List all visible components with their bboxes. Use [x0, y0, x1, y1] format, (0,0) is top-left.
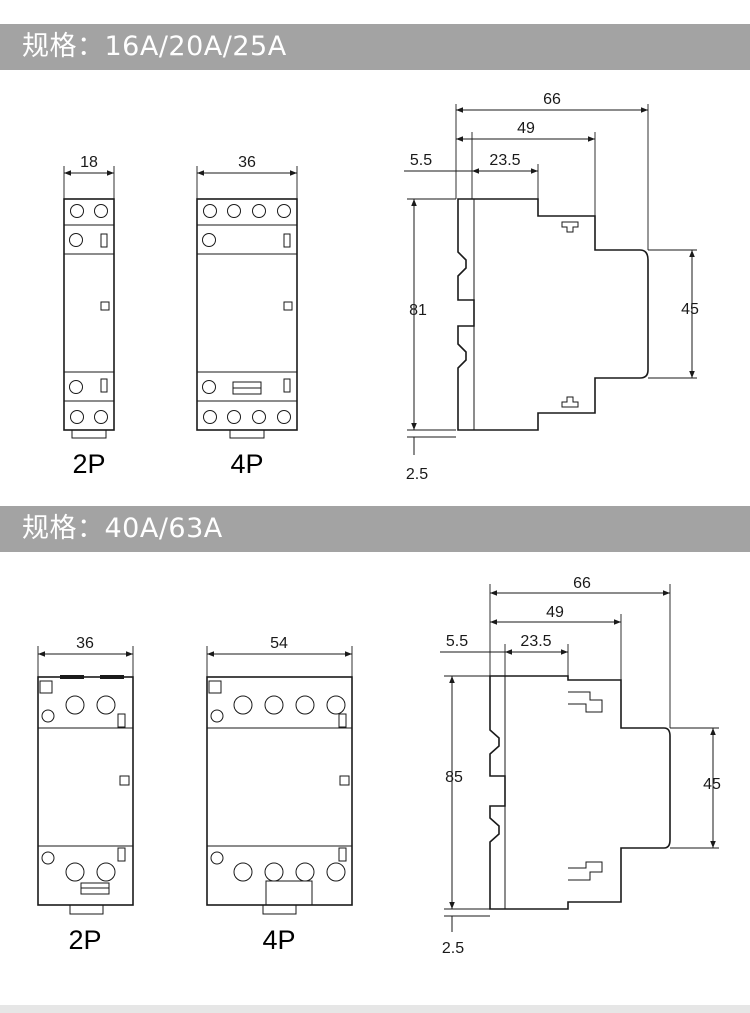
- step-dimension: 23.5: [520, 633, 551, 650]
- section-title: 规格：16A/20A/25A: [22, 31, 287, 62]
- section-header-16a-25a: 规格：16A/20A/25A: [0, 24, 750, 70]
- pole-label: 4P: [230, 449, 263, 479]
- pole-label: 2P: [68, 925, 101, 955]
- width-dimension: 54: [270, 635, 288, 652]
- section-title: 规格：40A/63A: [22, 513, 223, 544]
- face-height-dimension: 45: [703, 776, 721, 793]
- side-view: 66 49 5.5 23.5 81 2.5 45: [404, 91, 699, 483]
- base-dimension: 2.5: [442, 940, 464, 957]
- face-height-dimension: 45: [681, 301, 699, 318]
- height-dimension: 81: [409, 302, 427, 319]
- mid-depth-dimension: 49: [546, 604, 564, 621]
- pole-label: 4P: [262, 925, 295, 955]
- base-dimension: 2.5: [406, 466, 428, 483]
- step-dimension: 23.5: [489, 152, 520, 169]
- height-dimension: 85: [445, 769, 463, 786]
- front-view-2p: 36 2P: [37, 635, 134, 955]
- width-dimension: 36: [76, 635, 94, 652]
- overall-depth-dimension: 66: [573, 575, 591, 592]
- overall-depth-dimension: 66: [543, 91, 561, 108]
- pole-label: 2P: [72, 449, 105, 479]
- offset-dimension: 5.5: [446, 633, 468, 650]
- offset-dimension: 5.5: [410, 152, 432, 169]
- width-dimension: 36: [238, 154, 256, 171]
- width-dimension: 18: [80, 154, 98, 171]
- front-view-2p: 18 2P: [63, 154, 115, 479]
- front-view-4p: 54 4P: [206, 635, 353, 955]
- mid-depth-dimension: 49: [517, 120, 535, 137]
- section-header-40a-63a: 规格：40A/63A: [0, 506, 750, 552]
- bottom-divider: [0, 1005, 750, 1013]
- front-view-4p: 36 4P: [196, 154, 298, 479]
- side-view: 66 49 5.5 23.5 85 2.5 45: [440, 575, 721, 957]
